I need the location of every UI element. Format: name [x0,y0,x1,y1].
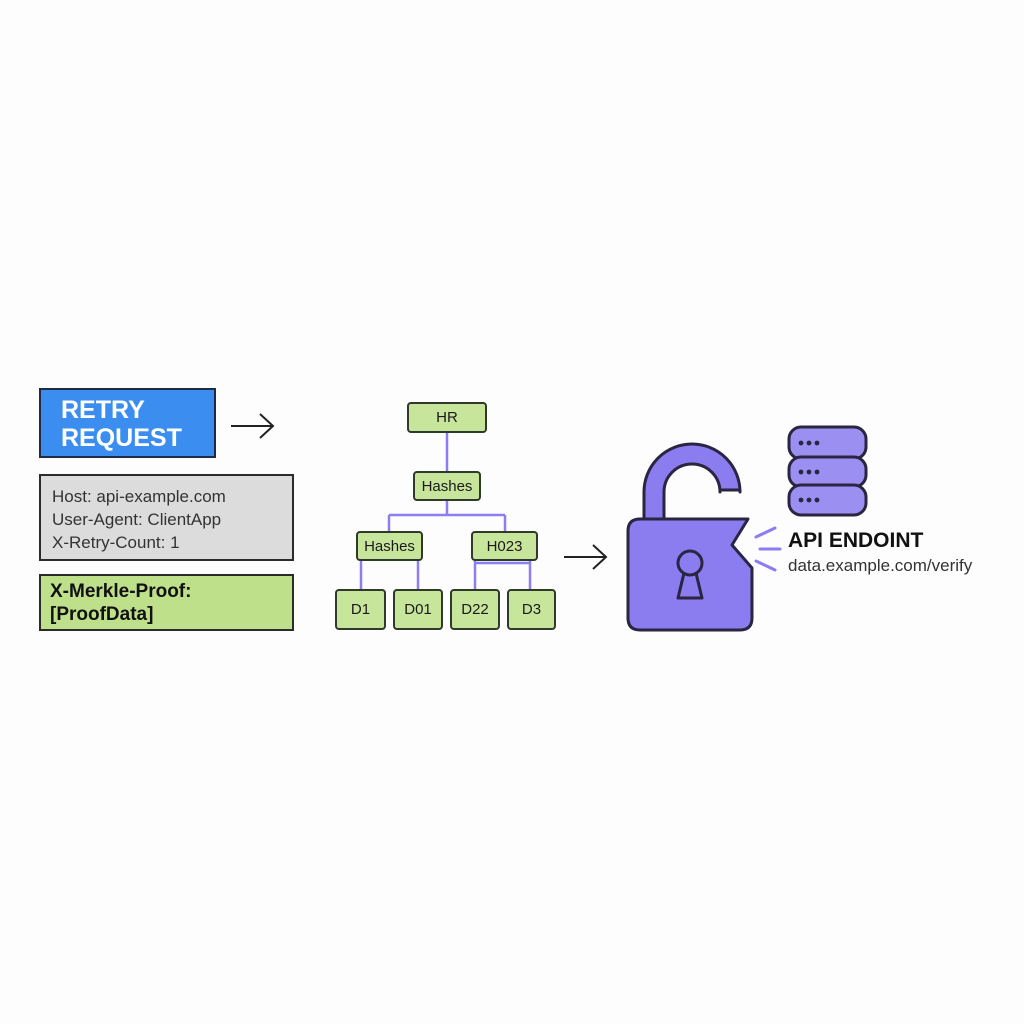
tree-leaf-node: D1 [335,589,386,630]
retry-request-line1: RETRY [61,396,145,424]
signal-lines-icon [754,526,782,572]
arrow-right-icon [231,413,275,439]
tree-leaf-node: D3 [507,589,556,630]
api-endpoint-title: API ENDOINT [788,529,924,552]
tree-level1-node: Hashes [413,471,481,501]
tree-level2-right-node: H023 [471,531,538,561]
tree-leaf-node: D22 [450,589,500,630]
tree-connectors [359,433,532,589]
merkle-proof-name: X-Merkle-Proof: [50,581,192,602]
database-icon [787,425,868,517]
keyhole-icon [676,549,704,600]
merkle-proof-value: [ProofData] [50,604,154,625]
open-padlock-icon [626,442,754,632]
header-host: Host: api-example.com [52,487,226,506]
merkle-proof-header: X-Merkle-Proof: [ProofData] [39,574,294,631]
request-headers: Host: api-example.com User-Agent: Client… [39,474,294,561]
api-endpoint-url: data.example.com/verify [788,556,973,575]
retry-request-label: RETRY REQUEST [39,388,216,458]
tree-leaf-node: D01 [393,589,443,630]
tree-level2-left-node: Hashes [356,531,423,561]
header-user-agent: User-Agent: ClientApp [52,510,222,529]
header-retry-count: X-Retry-Count: 1 [52,533,180,552]
arrow-right-icon [564,544,608,570]
retry-request-line2: REQUEST [61,424,182,452]
tree-root-node: HR [407,402,487,433]
